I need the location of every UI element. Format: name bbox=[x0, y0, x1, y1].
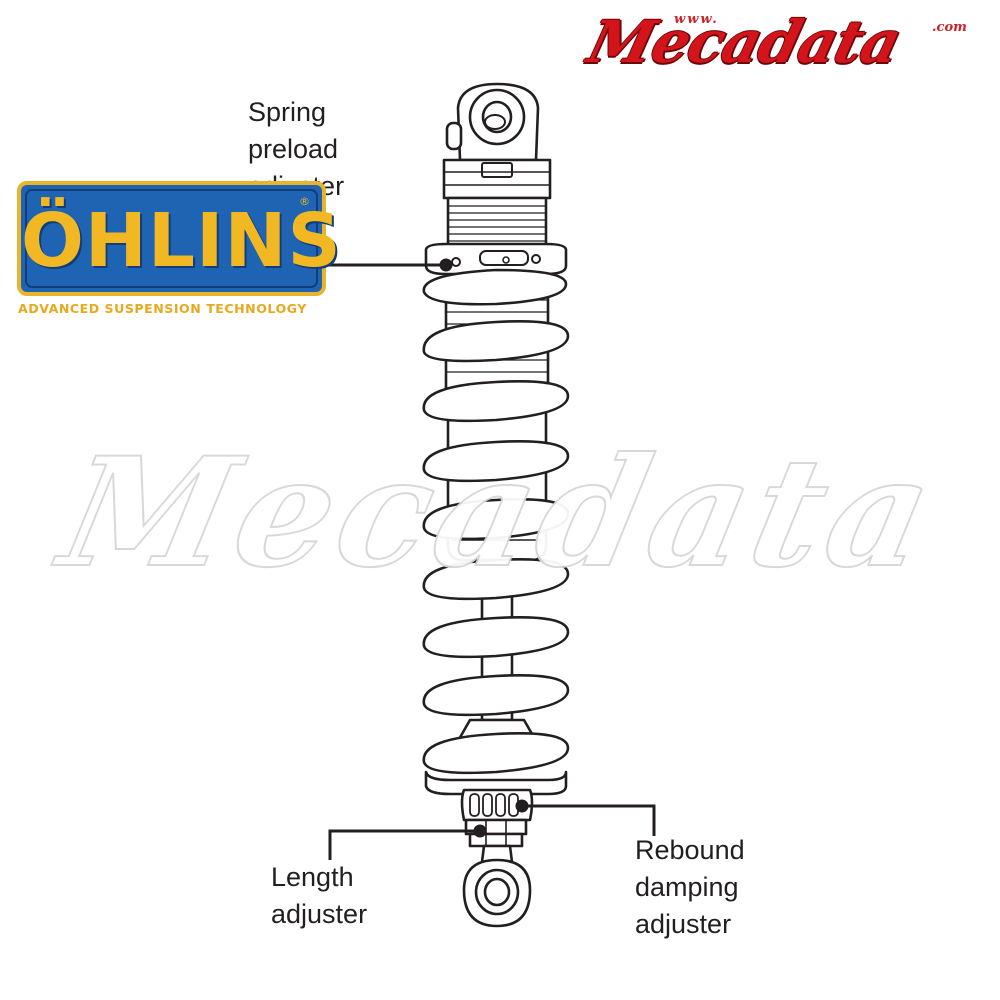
callout-rebound-line bbox=[522, 804, 656, 836]
label-line: Rebound bbox=[635, 835, 745, 865]
spring-preload-adjuster-label: Spring preload adjuster bbox=[248, 94, 344, 205]
brand-wordmark: Mecadata bbox=[581, 8, 907, 76]
callouts bbox=[324, 263, 656, 860]
bottom-eyelet bbox=[462, 844, 532, 928]
label-line: adjuster bbox=[635, 909, 732, 939]
label-line: preload bbox=[248, 134, 339, 164]
callout-preload-dot bbox=[439, 258, 453, 272]
bottom-platform bbox=[424, 770, 568, 796]
registered-mark: ® bbox=[299, 195, 310, 208]
label-line: adjuster bbox=[271, 899, 368, 929]
mecadata-logo: Mecadata www. .com bbox=[582, 4, 994, 76]
label-line: damping bbox=[635, 872, 739, 902]
rebound-damping-adjuster-label: Rebound damping adjuster bbox=[635, 832, 745, 943]
watermark-text: Mecadata bbox=[47, 424, 953, 602]
body-top-cap bbox=[442, 158, 552, 200]
label-line: Length bbox=[271, 862, 354, 892]
length-adjuster-label: Length adjuster bbox=[271, 859, 367, 933]
ohlins-tagline: ADVANCED SUSPENSION TECHNOLOGY bbox=[18, 301, 307, 316]
threaded-body-upper bbox=[446, 196, 548, 248]
label-line: Spring bbox=[248, 97, 327, 127]
logo-inner-border bbox=[25, 189, 318, 288]
callout-length-line bbox=[328, 829, 480, 860]
rebound-adjuster-knob bbox=[460, 788, 534, 822]
spring-preload-collar bbox=[424, 242, 568, 276]
callout-rebound-dot bbox=[515, 799, 529, 813]
ohlins-wordmark: ÖHLINS bbox=[21, 198, 342, 284]
callout-length-dot bbox=[473, 824, 487, 838]
brand-url-prefix: www. bbox=[674, 12, 719, 27]
top-eyelet bbox=[445, 82, 540, 162]
brand-url-suffix: .com bbox=[932, 20, 967, 35]
ohlins-logo: ÖHLINS ® bbox=[17, 181, 342, 296]
coil-spring bbox=[422, 268, 570, 775]
